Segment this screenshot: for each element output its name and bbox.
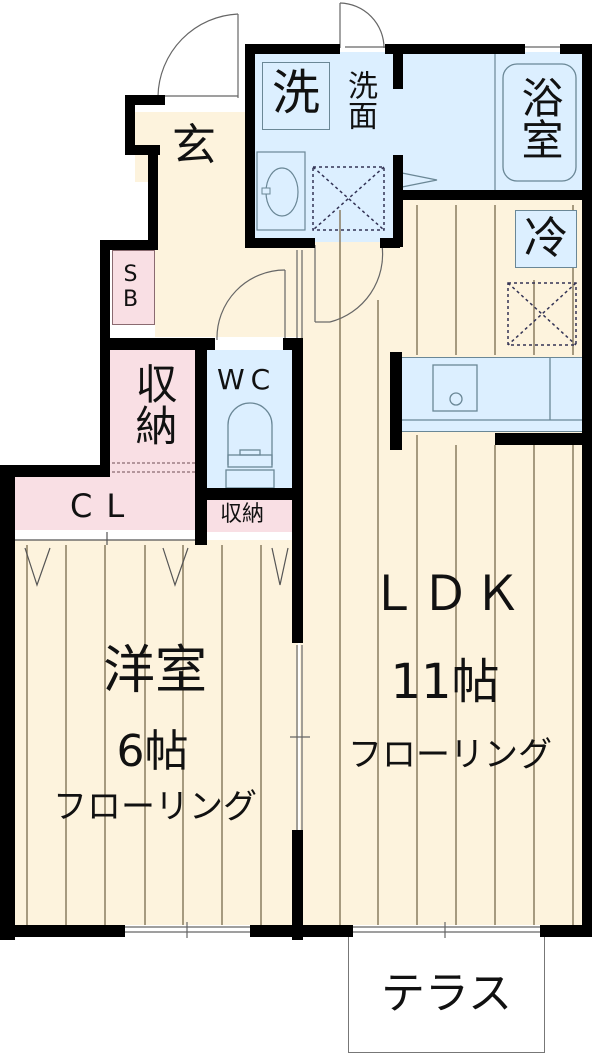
kitchen-sink xyxy=(402,358,585,421)
ldk-label: ＬＤＫ xyxy=(369,566,526,622)
wall xyxy=(0,465,110,477)
bath-room xyxy=(400,52,585,192)
washer-space xyxy=(312,166,385,231)
wall xyxy=(148,150,158,240)
wall xyxy=(0,925,125,937)
wall xyxy=(100,240,110,470)
wall xyxy=(250,925,353,937)
wall xyxy=(393,155,403,247)
wall xyxy=(393,44,403,89)
wall xyxy=(495,433,585,445)
storage-small-label: 収納 xyxy=(220,502,265,527)
laundry-door xyxy=(339,2,385,49)
ldk-floor-type: フローリング xyxy=(348,735,552,775)
western-room-label: 洋室 xyxy=(102,641,207,701)
wall xyxy=(245,238,315,248)
western-room-floor xyxy=(15,540,298,925)
wall xyxy=(195,488,300,500)
wall xyxy=(560,44,590,54)
western-room-size: 6帖 xyxy=(116,726,189,777)
wall xyxy=(292,338,303,643)
wall xyxy=(125,95,135,155)
storage-small xyxy=(207,500,295,532)
storage-main xyxy=(110,350,197,475)
wall xyxy=(245,44,255,244)
entrance-label: 玄 xyxy=(172,120,216,171)
wall xyxy=(100,240,158,250)
western-room-floor-type: フローリング xyxy=(53,787,257,827)
laundry-icon-box: 洗 xyxy=(262,62,330,130)
storage-main-label: 収納 xyxy=(129,362,178,446)
fridge-icon-box: 冷 xyxy=(515,210,577,268)
wall xyxy=(125,145,160,155)
windows xyxy=(125,46,560,938)
wall xyxy=(0,465,15,940)
wall xyxy=(582,44,592,934)
western-grain xyxy=(26,545,262,925)
wall xyxy=(292,830,303,940)
wall xyxy=(385,44,525,54)
fridge-space xyxy=(507,282,577,346)
terrace xyxy=(348,935,545,1053)
closet xyxy=(15,475,197,530)
wall xyxy=(248,44,340,54)
entrance-door xyxy=(157,13,239,98)
wall xyxy=(125,95,165,105)
sink-fixture xyxy=(256,151,306,231)
toilet-label: WC xyxy=(217,363,277,396)
shoe-box xyxy=(112,250,155,325)
wall xyxy=(390,352,402,450)
ldk-grain xyxy=(339,205,574,925)
laundry-icon-label: 洗 xyxy=(271,65,320,121)
wall xyxy=(195,345,207,545)
wall xyxy=(540,925,592,937)
wall xyxy=(400,190,590,200)
laundry-label: 洗面 xyxy=(342,70,377,130)
ldk-size: 11帖 xyxy=(390,654,500,710)
closet-door-marks xyxy=(15,532,289,587)
toilet-fixture xyxy=(225,402,275,489)
ldk-floor xyxy=(300,200,585,925)
terrace-label: テラス xyxy=(380,968,513,1019)
bathtub xyxy=(502,63,577,182)
shoe-box-label: SB xyxy=(118,262,143,312)
closet-label: CL xyxy=(70,487,139,525)
wall xyxy=(380,238,400,248)
wall xyxy=(100,338,215,350)
washroom-door xyxy=(314,244,384,323)
fridge-label: 冷 xyxy=(524,213,568,264)
wc-door xyxy=(216,269,286,341)
bath-label: 浴室 xyxy=(515,76,564,160)
